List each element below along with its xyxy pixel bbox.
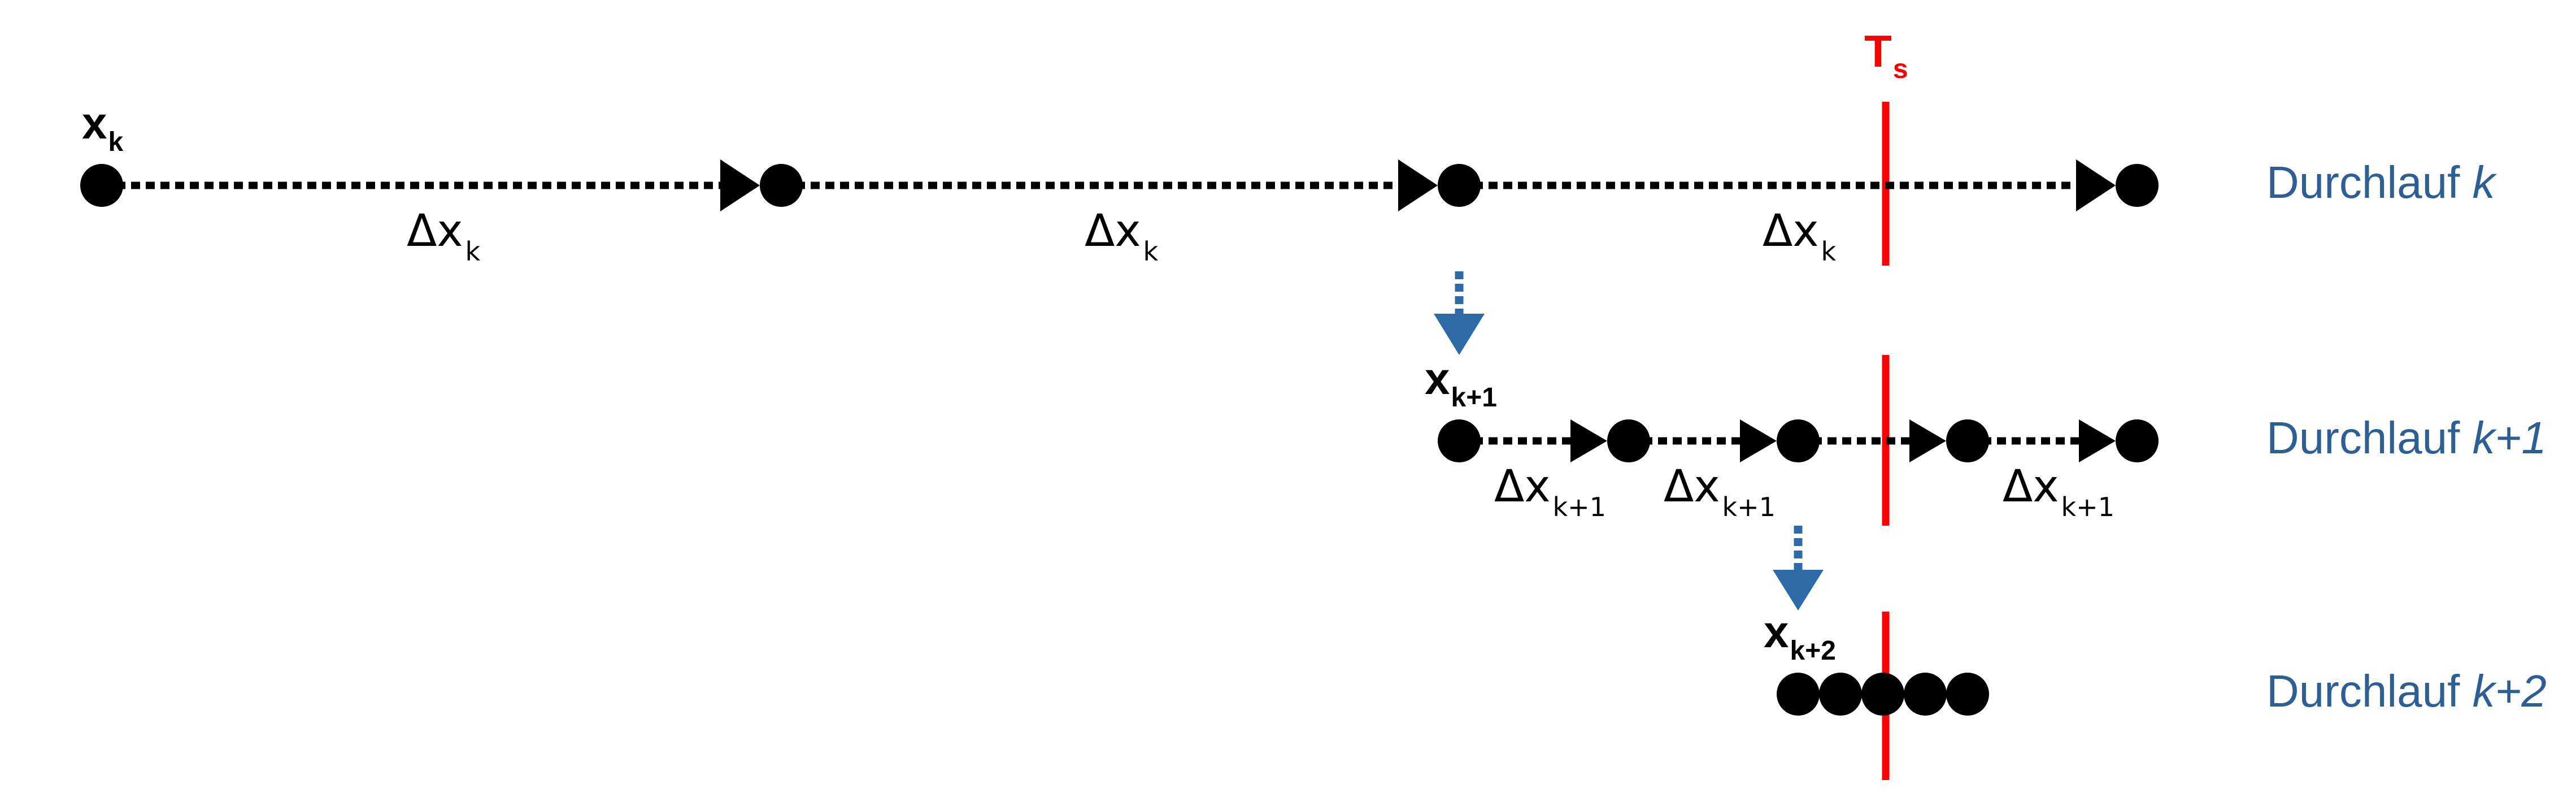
row-2-arrowhead-1	[1570, 419, 1607, 462]
refine-arrow-2-head	[1773, 570, 1824, 610]
row-1-step-label-2: Δxk	[1085, 206, 1159, 267]
row-1-arrowhead-1	[720, 159, 760, 211]
row-1-point-1	[80, 164, 123, 207]
row-3-point-2	[1819, 673, 1862, 716]
row-1-point-3	[1438, 164, 1481, 207]
row-2-point-1	[1438, 419, 1481, 462]
row-durchlauf-k2: xk+2 Durchlauf k+2	[1764, 607, 2547, 716]
row-2-run-label: Durchlauf k+1	[2266, 413, 2547, 463]
row-2-arrowhead-2	[1740, 419, 1777, 462]
row-2-start-label: xk+1	[1425, 353, 1497, 413]
row-1-start-label: xk	[82, 98, 124, 157]
row-1-step-label-1: Δxk	[407, 206, 481, 267]
row-1-arrowhead-2	[1398, 159, 1438, 211]
row-2-point-3	[1777, 419, 1820, 462]
row-3-start-label: xk+2	[1764, 607, 1836, 666]
row-1-arrowhead-3	[2076, 159, 2116, 211]
row-1-point-2	[760, 164, 803, 207]
row-3-run-label: Durchlauf k+2	[2266, 666, 2547, 716]
row-2-arrowhead-4	[2079, 419, 2116, 462]
refine-arrow-2	[1773, 526, 1824, 610]
row-3-point-1	[1777, 673, 1820, 716]
row-2-point-2	[1607, 419, 1650, 462]
row-1-run-label: Durchlauf k	[2266, 157, 2497, 207]
row-2-step-label-1: Δxk+1	[1494, 461, 1606, 522]
refine-arrow-1	[1434, 271, 1485, 355]
threshold-label: Ts	[1864, 26, 1908, 84]
row-2-arrowhead-3	[1909, 419, 1946, 462]
row-durchlauf-k: xk Δxk Δxk Δxk Durchlauf k	[80, 98, 2497, 267]
refine-arrow-1-head	[1434, 314, 1485, 355]
row-3-point-4	[1904, 673, 1947, 716]
row-2-step-label-2: Δxk+1	[1664, 461, 1776, 522]
row-2-point-4	[1946, 419, 1989, 462]
threshold-marker: Ts	[1864, 26, 1908, 780]
row-durchlauf-k1: xk+1 Δxk+1 Δxk+1 Δxk+1 Durchlauf k+1	[1425, 353, 2547, 522]
row-2-step-label-3: Δxk+1	[2003, 461, 2114, 522]
row-3-point-3	[1861, 673, 1904, 716]
row-1-point-4	[2116, 164, 2159, 207]
row-2-point-5	[2116, 419, 2159, 462]
row-3-point-5	[1946, 673, 1989, 716]
row-1-step-label-3: Δxk	[1763, 206, 1837, 267]
